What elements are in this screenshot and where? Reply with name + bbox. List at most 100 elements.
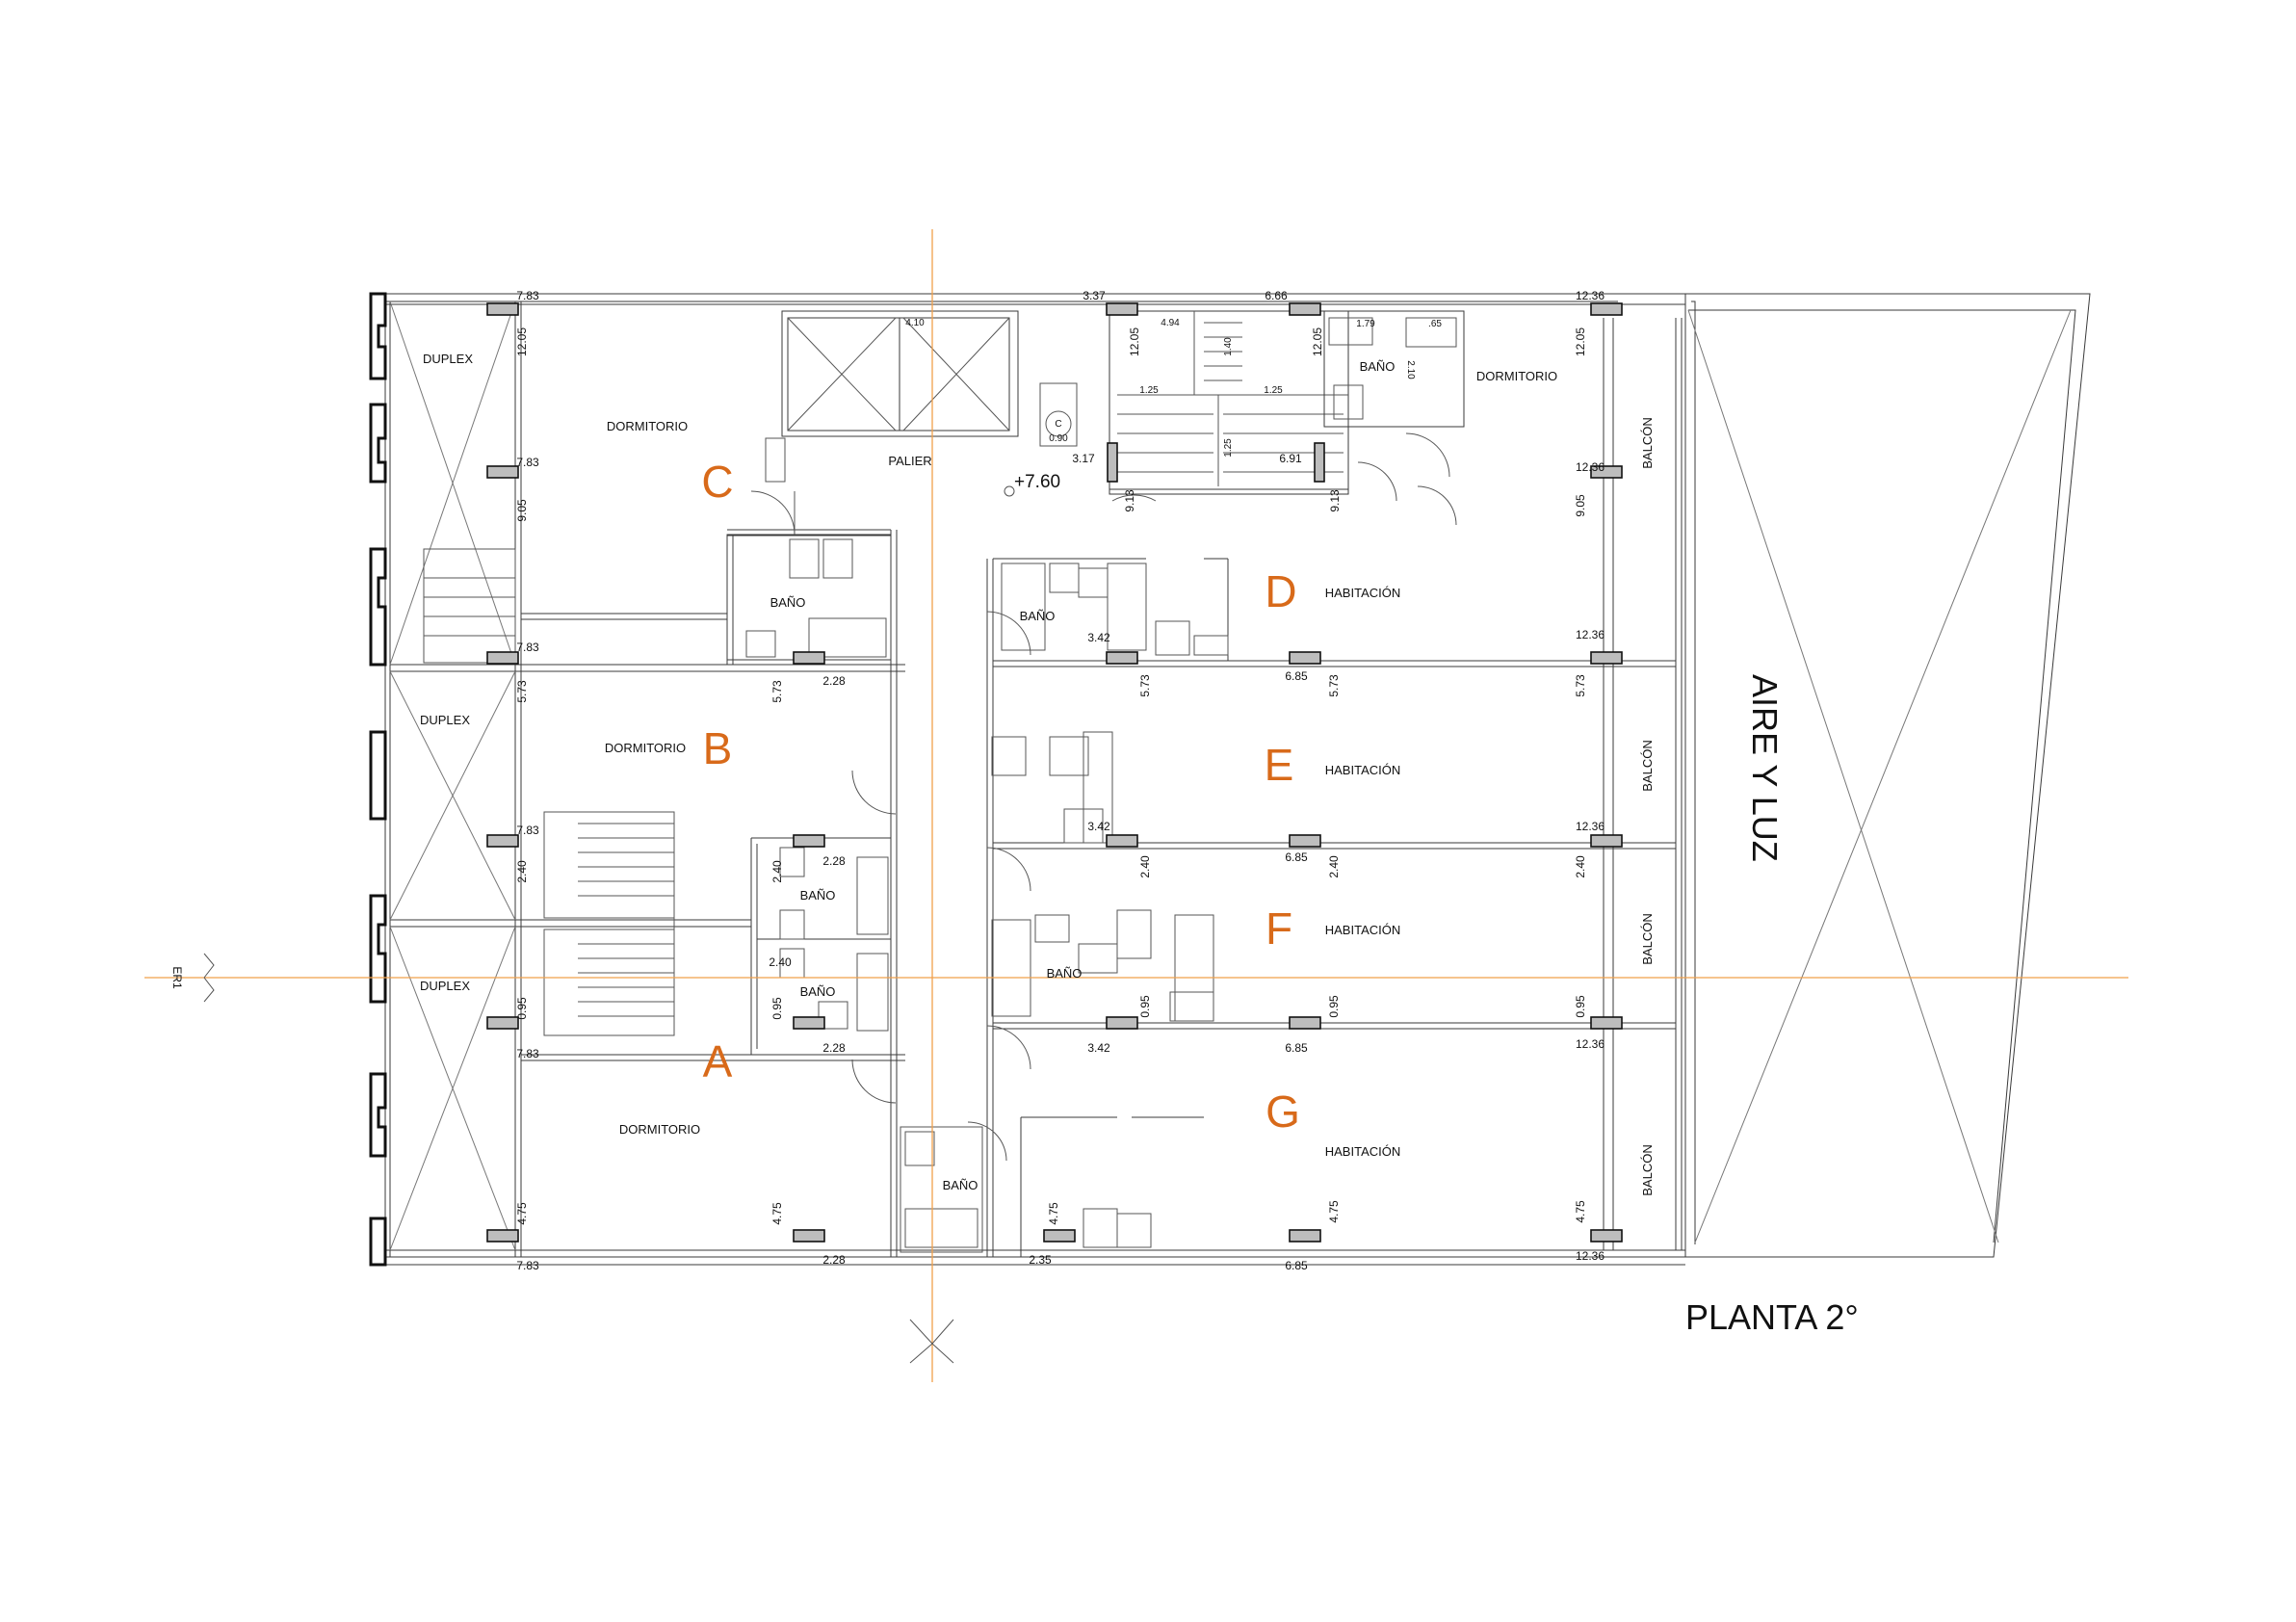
dim-label: 2.28 <box>822 1253 846 1267</box>
column <box>486 1229 519 1243</box>
dim-label: 12.36 <box>1576 1037 1605 1051</box>
dim-label: 0.95 <box>1574 995 1587 1018</box>
column <box>1289 1229 1321 1243</box>
column <box>1590 651 1623 665</box>
dim-label: 2.28 <box>822 674 846 688</box>
dim-label: 0.95 <box>1138 995 1152 1018</box>
light-court <box>1618 293 2091 1258</box>
duplex-strip <box>389 301 905 1257</box>
dim-label: 6.91 <box>1279 452 1302 465</box>
dim-label: 3.42 <box>1087 631 1110 644</box>
column <box>486 651 519 665</box>
dim-label: 6.85 <box>1285 669 1308 683</box>
dim-label: 12.05 <box>515 327 529 356</box>
dim-label: 1.79 <box>1356 319 1375 329</box>
dim-label: 12.36 <box>1576 460 1605 474</box>
column <box>1590 834 1623 848</box>
dim-label: 7.83 <box>516 641 539 654</box>
dim-label: 1.25 <box>1139 385 1159 396</box>
dim-label: 4.75 <box>770 1202 784 1225</box>
level-marker: +7.60 <box>1014 472 1060 492</box>
room-habitacion-g: HABITACIÓN <box>1325 1144 1401 1159</box>
dim-label: 5.73 <box>1327 674 1341 697</box>
room-habitacion-f: HABITACIÓN <box>1325 923 1401 937</box>
room-duplex-mid: DUPLEX <box>420 713 470 727</box>
room-bano-d: BAÑO <box>1020 609 1056 623</box>
dim-label: 9.05 <box>1574 494 1587 517</box>
column <box>1314 442 1325 483</box>
column <box>1590 302 1623 316</box>
dim-label: 12.36 <box>1576 1249 1605 1263</box>
west-facade <box>369 292 387 1267</box>
column <box>793 1016 825 1030</box>
dim-label: 6.85 <box>1285 1041 1308 1055</box>
column <box>1106 302 1138 316</box>
column <box>793 834 825 848</box>
room-bano-b: BAÑO <box>800 888 836 903</box>
dim-label: 9.05 <box>515 499 529 522</box>
room-duplex-bot: DUPLEX <box>420 979 470 993</box>
dim-label: 2.40 <box>515 860 529 883</box>
room-bano-c: BAÑO <box>770 595 806 610</box>
dim-label: 2.10 <box>1405 360 1416 379</box>
column <box>1289 1016 1321 1030</box>
level-marker-icon <box>1004 485 1015 497</box>
column <box>1106 834 1138 848</box>
dim-label: 1.25 <box>1264 385 1283 396</box>
dim-label: 2.40 <box>769 955 792 969</box>
dim-label: 4.75 <box>1574 1200 1587 1223</box>
dim-label: 5.73 <box>1138 674 1152 697</box>
reference-axes <box>144 229 2128 1382</box>
unit-label-a: A <box>703 1036 733 1086</box>
dim-label: 6.85 <box>1285 850 1308 864</box>
dim-label: 7.83 <box>516 1259 539 1272</box>
dim-label: 2.35 <box>1029 1253 1052 1267</box>
dim-label: 3.42 <box>1087 1041 1110 1055</box>
column <box>1590 465 1623 479</box>
elevator-label: C <box>1055 419 1061 430</box>
dim-label: 4.75 <box>515 1202 529 1225</box>
room-bano-g: BAÑO <box>943 1178 978 1192</box>
dim-label: 1.40 <box>1223 337 1234 356</box>
dim-label: 12.36 <box>1576 628 1605 641</box>
column <box>793 651 825 665</box>
unit-label-e: E <box>1265 740 1294 790</box>
dim-label: 7.83 <box>516 824 539 837</box>
room-bano-a: BAÑO <box>800 984 836 999</box>
unit-label-g: G <box>1265 1086 1300 1137</box>
room-palier: PALIER <box>888 454 931 468</box>
dim-label: 0.95 <box>1327 995 1341 1018</box>
dim-label: 7.83 <box>516 456 539 469</box>
elevation-marker: ER1 <box>170 966 184 989</box>
dim-label: 2.40 <box>1327 855 1341 878</box>
unit-label-c: C <box>701 457 733 507</box>
column <box>1289 302 1321 316</box>
dim-label: 12.05 <box>1128 327 1141 356</box>
dim-label: 12.05 <box>1311 327 1324 356</box>
building-outline <box>384 293 1685 1266</box>
dim-label: .65 <box>1428 319 1442 329</box>
room-balcon-g: BALCÓN <box>1640 1144 1655 1195</box>
room-bano-f: BAÑO <box>1047 966 1083 981</box>
column <box>486 465 519 479</box>
core <box>765 310 1465 526</box>
dim-label: 4.10 <box>905 318 925 328</box>
dim-label: 6.85 <box>1285 1259 1308 1272</box>
room-duplex-top: DUPLEX <box>423 352 473 366</box>
room-balcon-f: BALCÓN <box>1640 913 1655 964</box>
dim-label: 3.17 <box>1072 452 1095 465</box>
dim-label: 2.40 <box>1138 855 1152 878</box>
dim-label: 4.75 <box>1327 1200 1341 1223</box>
dim-label: 12.05 <box>1574 327 1587 356</box>
court-label: AIRE Y LUZ <box>1745 674 1785 862</box>
unit-label-b: B <box>703 723 733 773</box>
column <box>1106 651 1138 665</box>
room-balcon-d: BALCÓN <box>1640 417 1655 468</box>
dim-label: 7.83 <box>516 1047 539 1060</box>
dim-label: 0.95 <box>770 997 784 1020</box>
room-balcon-e: BALCÓN <box>1640 740 1655 791</box>
dim-label: 2.40 <box>770 860 784 883</box>
column <box>1106 1016 1138 1030</box>
plan-title: PLANTA 2° <box>1685 1297 1859 1337</box>
